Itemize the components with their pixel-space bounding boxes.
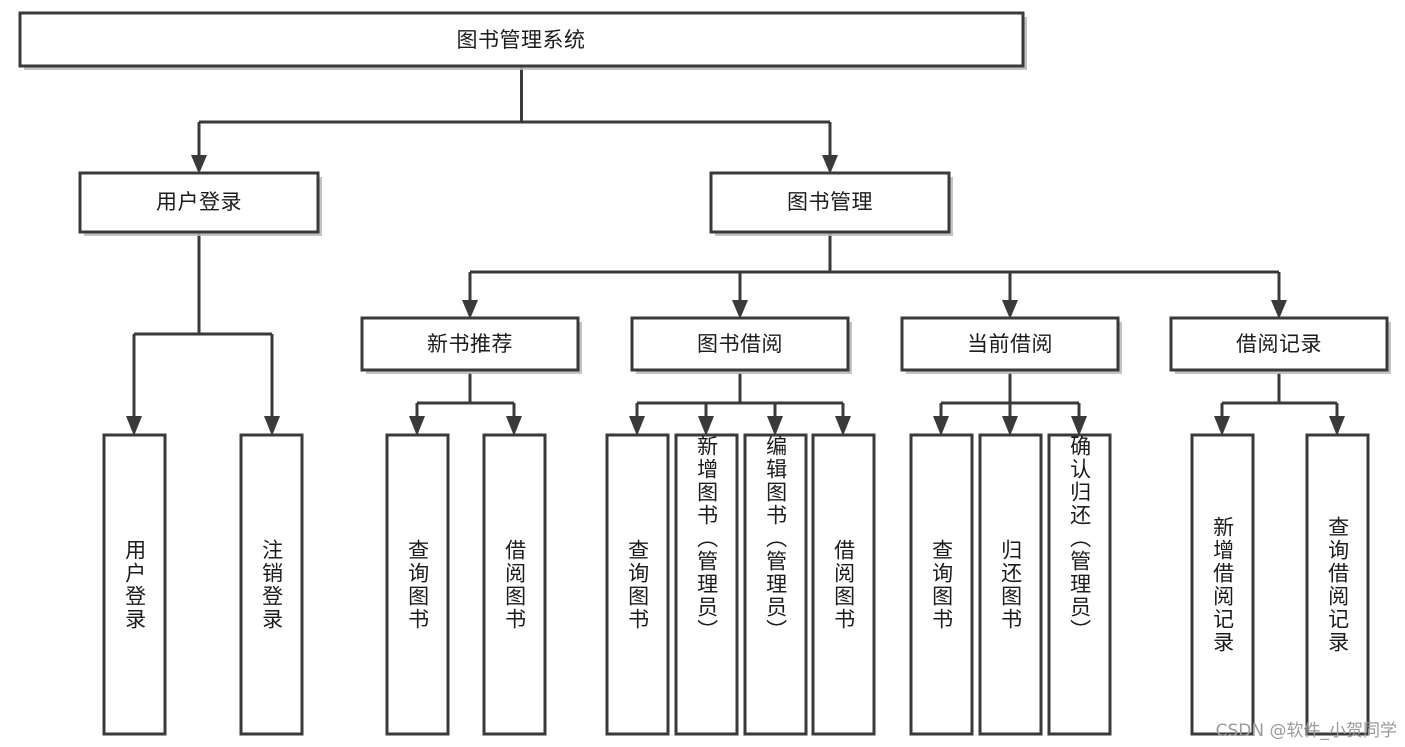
leaf-box-user-login-1[interactable] xyxy=(239,433,304,736)
leaf-box-book-borrow-1[interactable] xyxy=(674,433,739,736)
leaf-group-current-borrow xyxy=(909,433,1112,736)
arrow-head-leaf-book-borrow-2 xyxy=(767,416,783,436)
connector-group-book-borrow xyxy=(629,373,851,436)
arrow-head-borrow-record xyxy=(1271,300,1287,319)
node-user-login-rect xyxy=(78,171,320,234)
arrow-head-leaf-book-borrow-1 xyxy=(698,416,714,436)
leaf-box-book-borrow-3[interactable] xyxy=(811,433,876,736)
arrow-head-leaf-new-book-0 xyxy=(409,416,425,436)
connector-group-user-login xyxy=(126,232,280,436)
arrow-head-leaf-book-borrow-0 xyxy=(629,416,645,436)
arrow-head-current-borrow xyxy=(1002,300,1018,319)
node-book-borrow-rect xyxy=(630,316,850,372)
leaf-box-new-book-1[interactable] xyxy=(482,433,547,736)
leaf-box-borrow-record-0[interactable] xyxy=(1190,433,1255,736)
node-book-management[interactable]: 图书管理 xyxy=(709,171,953,236)
node-new-book-recommend-rect xyxy=(360,316,580,372)
arrow-head-leaf-current-borrow-1 xyxy=(1002,416,1018,436)
node-borrow-record-rect xyxy=(1169,316,1389,372)
node-user-login-label: 用户登录 xyxy=(156,190,242,214)
arrow-head-leaf-current-borrow-2 xyxy=(1071,416,1087,436)
leaf-box-current-borrow-1[interactable] xyxy=(978,433,1043,736)
node-book-management-rect xyxy=(709,171,951,234)
node-root-rect xyxy=(18,11,1025,68)
leaf-box-user-login-0[interactable] xyxy=(102,433,167,736)
arrow-head-book-borrow xyxy=(732,300,748,319)
leaf-box-borrow-record-1[interactable] xyxy=(1305,433,1370,736)
arrow-head-user-login xyxy=(191,155,207,174)
leaf-group-borrow-record xyxy=(1190,433,1370,736)
arrow-head-leaf-new-book-1 xyxy=(506,416,522,436)
arrow-head-leaf-current-borrow-0 xyxy=(933,416,949,436)
connector-group-new-book xyxy=(409,373,522,436)
arrow-head-leaf-book-borrow-3 xyxy=(835,416,851,436)
node-new-book-recommend-label: 新书推荐 xyxy=(427,332,513,356)
node-borrow-record[interactable]: 借阅记录 xyxy=(1169,316,1391,374)
leaf-group-new-book-recommend xyxy=(385,433,547,736)
node-root[interactable]: 图书管理系统 xyxy=(18,11,1027,70)
node-borrow-record-label: 借阅记录 xyxy=(1236,332,1322,356)
leaf-box-book-borrow-2[interactable] xyxy=(743,433,808,736)
node-new-book-recommend[interactable]: 新书推荐 xyxy=(360,316,582,374)
leaf-box-book-borrow-0[interactable] xyxy=(605,433,670,736)
node-current-borrow[interactable]: 当前借阅 xyxy=(900,316,1122,374)
connector-group-root xyxy=(191,66,838,174)
node-book-management-label: 图书管理 xyxy=(787,190,873,214)
connector-group-borrow-record xyxy=(1214,373,1345,436)
node-current-borrow-rect xyxy=(900,316,1120,372)
node-book-borrow-label: 图书借阅 xyxy=(697,332,783,356)
leaf-box-current-borrow-2[interactable] xyxy=(1047,433,1112,736)
arrow-head-book-mgmt xyxy=(822,155,838,174)
connector-group-current-borrow xyxy=(933,373,1087,436)
connector-group-book-mgmt xyxy=(462,232,1287,319)
arrow-head-leaf-borrow-record-0 xyxy=(1214,416,1230,436)
leaf-group-user-login xyxy=(102,433,304,736)
arrow-head-new-book xyxy=(462,300,478,319)
arrow-head-leaf-user-login-1 xyxy=(264,416,280,436)
node-book-borrow[interactable]: 图书借阅 xyxy=(630,316,852,374)
leaf-box-current-borrow-0[interactable] xyxy=(909,433,974,736)
node-user-login[interactable]: 用户登录 xyxy=(78,171,322,236)
node-current-borrow-label: 当前借阅 xyxy=(967,332,1053,356)
leaf-box-new-book-0[interactable] xyxy=(385,433,450,736)
arrow-head-leaf-user-login-0 xyxy=(126,416,142,436)
leaf-group-book-borrow xyxy=(605,433,876,736)
node-root-label: 图书管理系统 xyxy=(457,28,586,52)
arrow-head-leaf-borrow-record-1 xyxy=(1329,416,1345,436)
